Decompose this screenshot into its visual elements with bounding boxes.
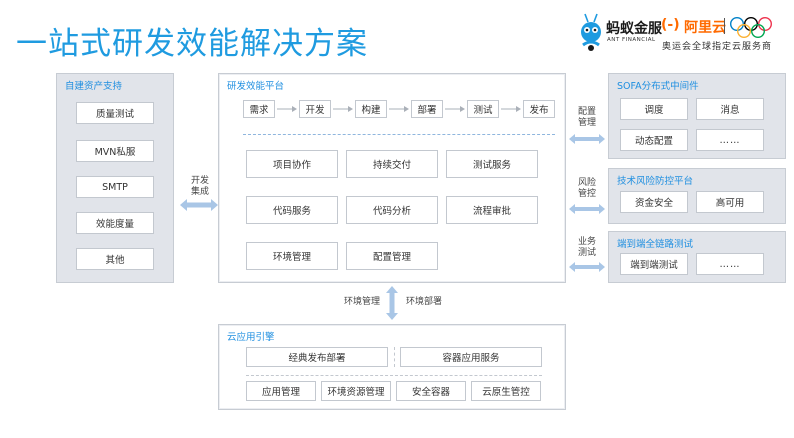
panel-title: 端到端全链路测试 bbox=[617, 239, 694, 250]
olympic-rings-icon bbox=[729, 16, 773, 39]
engine-app-management: 应用管理 bbox=[246, 381, 316, 401]
engine-container-service: 容器应用服务 bbox=[400, 347, 542, 367]
panel-title: 自建资产支持 bbox=[65, 81, 123, 92]
e2e-testing-panel: 端到端全链路测试 端到端测试 …… bbox=[608, 231, 786, 283]
alibaba-cloud-mark: (-) bbox=[661, 17, 680, 33]
flow-step-build: 构建 bbox=[355, 100, 387, 118]
panel-title: 云应用引擎 bbox=[227, 332, 275, 343]
panel-title: 技术风险防控平台 bbox=[617, 176, 694, 187]
panel-title: 研发效能平台 bbox=[227, 81, 285, 92]
alibaba-cloud-name: 阿里云 bbox=[684, 20, 726, 36]
dev-integration-label: 开发 集成 bbox=[190, 176, 209, 197]
flow-step-develop: 开发 bbox=[299, 100, 331, 118]
engine-divider bbox=[394, 347, 395, 367]
dev-integration-arrow bbox=[180, 199, 218, 211]
risk-high-availability: 高可用 bbox=[696, 191, 764, 213]
flow-step-deploy: 部署 bbox=[411, 100, 443, 118]
middleware-messaging: 消息 bbox=[696, 98, 764, 120]
e2e-testing: 端到端测试 bbox=[620, 253, 688, 275]
logo-divider bbox=[724, 18, 725, 34]
business-testing-arrow bbox=[569, 262, 605, 272]
service-config-management: 配置管理 bbox=[346, 242, 438, 270]
panel-title: SOFA分布式中间件 bbox=[617, 81, 699, 92]
risk-control-label: 风险 管控 bbox=[577, 178, 596, 199]
logo-bar: 蚂蚁金服 ANT FINANCIAL (-) 阿里云 奥运会全球指定云服务商 bbox=[570, 10, 790, 66]
service-testing: 测试服务 bbox=[446, 150, 538, 178]
ant-financial-logo-icon bbox=[581, 13, 601, 51]
flow-divider bbox=[243, 134, 555, 135]
partner-tagline: 奥运会全球指定云服务商 bbox=[662, 42, 773, 52]
self-built-assets-panel: 自建资产支持 质量测试 MVN私服 SMTP 效能度量 其他 bbox=[56, 73, 174, 283]
env-link-arrow bbox=[386, 286, 398, 320]
middleware-more: …… bbox=[696, 129, 764, 151]
env-deployment-link-label: 环境部署 bbox=[405, 297, 442, 307]
flow-step-test: 测试 bbox=[467, 100, 499, 118]
asset-mvn-repository: MVN私服 bbox=[76, 140, 154, 162]
engine-env-resource-management: 环境资源管理 bbox=[321, 381, 391, 401]
asset-other: 其他 bbox=[76, 248, 154, 270]
service-environment-management: 环境管理 bbox=[246, 242, 338, 270]
config-management-label: 配置 管理 bbox=[577, 107, 596, 128]
asset-smtp: SMTP bbox=[76, 176, 154, 198]
flow-arrow-icon bbox=[445, 106, 465, 112]
engine-classic-deployment: 经典发布部署 bbox=[246, 347, 388, 367]
risk-fund-security: 资金安全 bbox=[620, 191, 688, 213]
flow-step-release: 发布 bbox=[523, 100, 555, 118]
config-management-arrow bbox=[569, 134, 605, 144]
risk-control-arrow bbox=[569, 204, 605, 214]
cloud-app-engine-panel: 云应用引擎 经典发布部署 容器应用服务 应用管理 环境资源管理 安全容器 云原生… bbox=[218, 324, 566, 410]
asset-quality-testing: 质量测试 bbox=[76, 102, 154, 124]
flow-arrow-icon bbox=[277, 106, 297, 112]
ant-financial-name: 蚂蚁金服 bbox=[606, 21, 662, 37]
middleware-scheduling: 调度 bbox=[620, 98, 688, 120]
flow-step-requirement: 需求 bbox=[243, 100, 275, 118]
page-title: 一站式研发效能解决方案 bbox=[16, 26, 368, 62]
asset-efficiency-metrics: 效能度量 bbox=[76, 212, 154, 234]
ant-financial-subtitle: ANT FINANCIAL bbox=[607, 37, 656, 43]
e2e-more: …… bbox=[696, 253, 764, 275]
service-code: 代码服务 bbox=[246, 196, 338, 224]
service-code-analysis: 代码分析 bbox=[346, 196, 438, 224]
business-testing-label: 业务 测试 bbox=[577, 237, 596, 258]
rd-efficiency-platform-panel: 研发效能平台 需求 开发 构建 部署 测试 发布 项目协作 持续交付 测试服务 … bbox=[218, 73, 566, 283]
service-continuous-delivery: 持续交付 bbox=[346, 150, 438, 178]
service-project-collaboration: 项目协作 bbox=[246, 150, 338, 178]
engine-secure-container: 安全容器 bbox=[396, 381, 466, 401]
tech-risk-panel: 技术风险防控平台 资金安全 高可用 bbox=[608, 168, 786, 224]
flow-arrow-icon bbox=[333, 106, 353, 112]
service-process-approval: 流程审批 bbox=[446, 196, 538, 224]
middleware-dynamic-config: 动态配置 bbox=[620, 129, 688, 151]
flow-arrow-icon bbox=[501, 106, 521, 112]
engine-cloud-native-control: 云原生管控 bbox=[471, 381, 541, 401]
env-management-link-label: 环境管理 bbox=[343, 297, 380, 307]
engine-row-divider bbox=[246, 375, 542, 376]
sofa-middleware-panel: SOFA分布式中间件 调度 消息 动态配置 …… bbox=[608, 73, 786, 159]
flow-arrow-icon bbox=[389, 106, 409, 112]
